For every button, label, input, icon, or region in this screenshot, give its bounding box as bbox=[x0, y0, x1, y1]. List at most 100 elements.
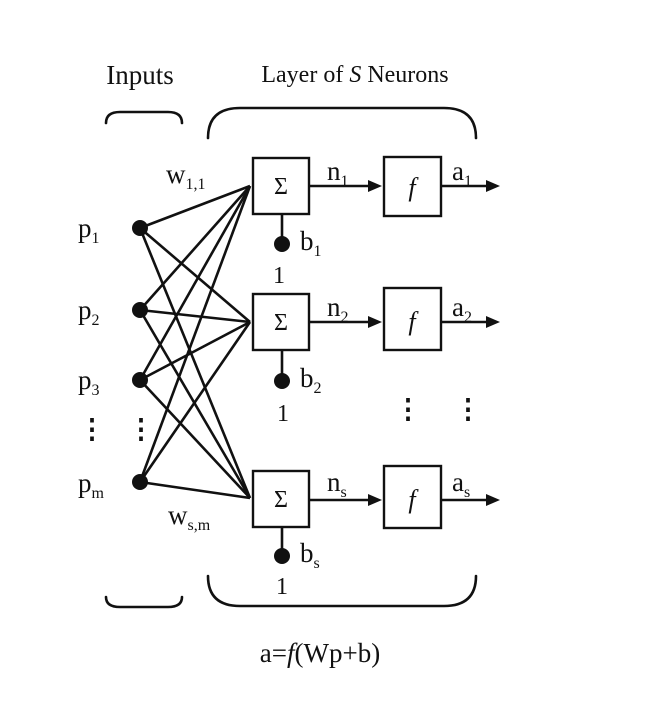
net-input-arrowhead bbox=[368, 316, 382, 328]
function-ellipsis: ⋮ bbox=[395, 394, 422, 424]
output-arrowhead bbox=[486, 180, 500, 192]
weight-label-first: w1,1 bbox=[166, 159, 206, 193]
layer-title-suffix: Neurons bbox=[361, 62, 448, 88]
input-label-sub: m bbox=[92, 485, 105, 502]
bias-label-sub: s bbox=[314, 555, 320, 572]
input-label-base: p bbox=[78, 295, 92, 325]
weight-label-base: w bbox=[166, 159, 186, 189]
net-input-label-base: n bbox=[327, 467, 341, 497]
output-label-base: a bbox=[452, 292, 464, 322]
input-node-ellipsis: ⋮ bbox=[128, 414, 155, 444]
input-node-1 bbox=[132, 220, 148, 236]
weight-line bbox=[138, 321, 252, 483]
input-label-1: p1 bbox=[78, 213, 100, 247]
output-label-sub: 2 bbox=[464, 309, 472, 326]
weight-line bbox=[138, 185, 252, 381]
summer-symbol: Σ bbox=[274, 310, 288, 336]
input-label-2: p2 bbox=[78, 295, 100, 329]
net-input-label-base: n bbox=[327, 156, 341, 186]
summer-box bbox=[251, 292, 311, 352]
bias-node bbox=[274, 548, 290, 564]
input-label-ellipsis: ⋮ bbox=[79, 414, 106, 444]
input-node-m bbox=[132, 474, 148, 490]
transfer-function-symbol: f bbox=[408, 173, 419, 202]
weight-line bbox=[139, 227, 251, 323]
input-label-base: p bbox=[78, 365, 92, 395]
summer-symbol: Σ bbox=[274, 487, 288, 513]
input-nodes bbox=[132, 220, 148, 490]
net-input-label-sub: 2 bbox=[341, 309, 349, 326]
weight-line bbox=[139, 308, 251, 324]
equation-function: f bbox=[287, 638, 298, 668]
transfer-function-box bbox=[382, 286, 443, 352]
weight-line bbox=[138, 185, 252, 483]
bias-input-label: 1 bbox=[273, 263, 285, 289]
output-label: a1 bbox=[452, 156, 472, 190]
net-input-label-sub: 1 bbox=[341, 173, 349, 190]
bias-input-label: 1 bbox=[277, 401, 289, 427]
weight-line bbox=[139, 320, 251, 382]
bias-label: b2 bbox=[300, 363, 322, 397]
input-label-sub: 1 bbox=[92, 230, 100, 247]
weight-label-last: ws,m bbox=[168, 500, 211, 534]
layer-top-brace bbox=[206, 106, 478, 140]
inputs-bottom-brace bbox=[104, 595, 184, 609]
neuron-1: 1 b1 Σ n1 f a1 bbox=[251, 155, 500, 289]
layer-equation: a=f(Wp+b) bbox=[260, 638, 380, 668]
net-input-label: n2 bbox=[327, 292, 349, 326]
bias-node bbox=[274, 236, 290, 252]
layer-title-variable: S bbox=[349, 62, 361, 88]
output-label-base: a bbox=[452, 467, 464, 497]
transfer-function-box bbox=[382, 464, 443, 530]
weight-label-base: w bbox=[168, 500, 188, 530]
neuron-2: 1 b2 Σ n2 f a2 bbox=[251, 286, 500, 427]
output-label-base: a bbox=[452, 156, 464, 186]
transfer-function-box bbox=[382, 155, 443, 218]
output-ellipsis: ⋮ bbox=[455, 394, 482, 424]
input-label-sub: 3 bbox=[92, 382, 100, 399]
layer-bottom-brace bbox=[206, 574, 478, 608]
bias-label: b1 bbox=[300, 226, 322, 260]
output-label: a2 bbox=[452, 292, 472, 326]
equation-suffix: (Wp+b) bbox=[295, 638, 381, 668]
equation-prefix: a= bbox=[260, 638, 287, 668]
transfer-function-symbol: f bbox=[408, 307, 419, 336]
bias-input-label: 1 bbox=[276, 574, 288, 600]
net-input-label: ns bbox=[327, 467, 347, 501]
bias-node bbox=[274, 373, 290, 389]
weight-line bbox=[139, 185, 251, 311]
transfer-function-symbol: f bbox=[408, 485, 419, 514]
output-arrowhead bbox=[486, 316, 500, 328]
input-label-sub: 2 bbox=[92, 312, 100, 329]
weight-line bbox=[138, 227, 252, 499]
neuron-s: 1 bs Σ ns f as bbox=[251, 464, 500, 600]
bias-label-sub: 2 bbox=[314, 380, 322, 397]
bias-label-sub: 1 bbox=[314, 243, 322, 260]
bias-label-base: b bbox=[300, 363, 314, 393]
weight-line bbox=[139, 184, 251, 230]
bias-label: bs bbox=[300, 538, 320, 572]
input-label-base: p bbox=[78, 213, 92, 243]
weight-line bbox=[139, 379, 251, 499]
net-input-arrowhead bbox=[368, 180, 382, 192]
output-label: as bbox=[452, 467, 470, 501]
input-node-2 bbox=[132, 302, 148, 318]
inputs-title: Inputs bbox=[106, 60, 174, 90]
summer-symbol: Σ bbox=[274, 174, 288, 200]
output-label-sub: 1 bbox=[464, 173, 472, 190]
input-label-3: p3 bbox=[78, 365, 100, 399]
weight-label-sub: s,m bbox=[188, 517, 211, 534]
net-input-arrowhead bbox=[368, 494, 382, 506]
inputs-top-brace bbox=[104, 110, 184, 125]
input-label-m: pm bbox=[78, 468, 105, 502]
bias-label-base: b bbox=[300, 226, 314, 256]
bias-label-base: b bbox=[300, 538, 314, 568]
output-arrowhead bbox=[486, 494, 500, 506]
input-node-3 bbox=[132, 372, 148, 388]
net-input-label: n1 bbox=[327, 156, 349, 190]
weight-line bbox=[139, 480, 251, 500]
net-input-label-sub: s bbox=[341, 484, 347, 501]
layer-title: Layer of S Neurons bbox=[261, 62, 448, 88]
layer-title-prefix: Layer of bbox=[261, 62, 349, 88]
